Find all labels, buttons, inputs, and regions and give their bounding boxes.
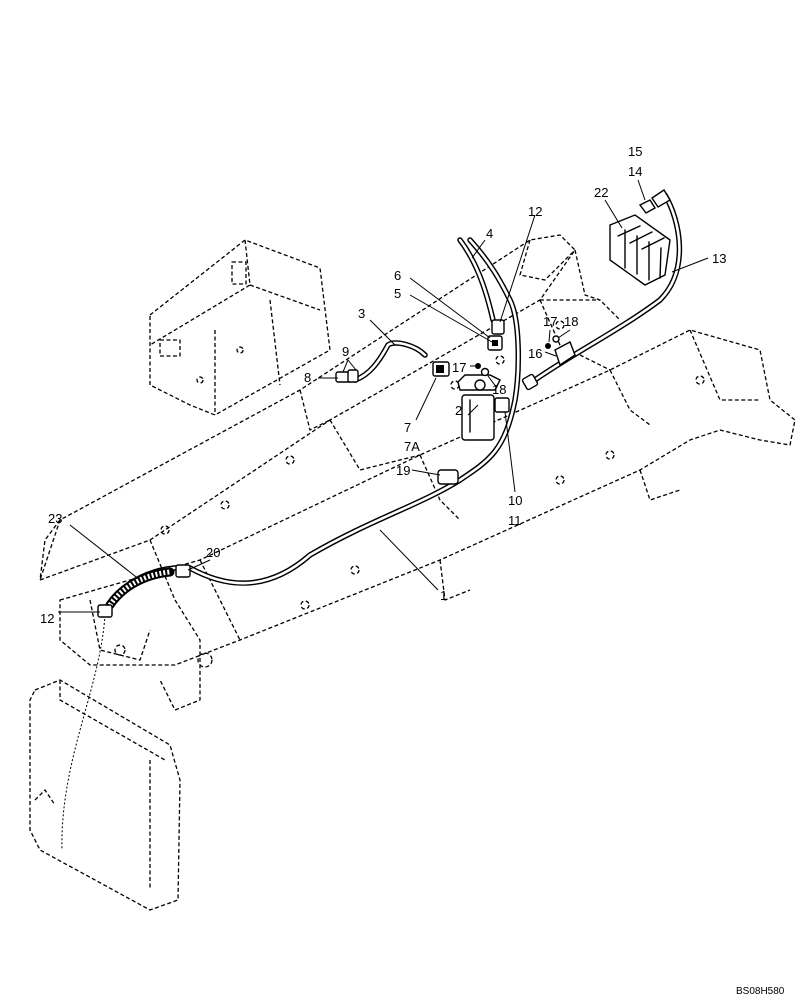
callout-11: 11 — [508, 513, 522, 528]
elbow-14-15 — [638, 189, 671, 214]
hose-3 — [352, 340, 428, 383]
connector-12-lower — [97, 604, 113, 618]
callout-13: 13 — [712, 251, 726, 266]
callout-14: 14 — [628, 164, 642, 179]
chassis-frame — [39, 234, 796, 711]
relay-block-22 — [609, 214, 671, 286]
coupling-13 — [521, 373, 539, 391]
bracket-16 — [545, 335, 576, 367]
callout-8: 8 — [304, 370, 311, 385]
callout-17-lower: 17 — [452, 360, 466, 375]
hose-1 — [102, 237, 521, 615]
hose-4 — [457, 237, 496, 323]
drawing-code: BS08H580 — [736, 986, 785, 997]
callout-5: 5 — [394, 286, 401, 301]
callout-18-lower: 18 — [492, 382, 506, 397]
fitting-20 — [175, 564, 191, 578]
callout-12-lower: 12 — [40, 611, 54, 626]
callout-15: 15 — [628, 144, 642, 159]
callout-7a: 7A — [404, 439, 420, 454]
callout-16: 16 — [528, 346, 542, 361]
callout-17-upper: 17 — [543, 314, 557, 329]
equipment-box — [149, 239, 331, 416]
callout-3: 3 — [358, 306, 365, 321]
connector-12-upper — [491, 319, 505, 335]
fitting-8-9 — [335, 369, 359, 383]
callout-9: 9 — [342, 344, 349, 359]
fitting-10-11 — [494, 397, 510, 413]
callout-4: 4 — [486, 226, 493, 241]
valve-7 — [432, 361, 450, 377]
hose-13 — [529, 192, 683, 385]
fitting-19 — [437, 469, 459, 485]
callout-20: 20 — [206, 545, 220, 560]
callout-22: 22 — [594, 185, 608, 200]
callout-12-upper: 12 — [528, 204, 542, 219]
leader-lines — [58, 179, 709, 613]
sleeve-23 — [105, 567, 175, 610]
fitting-5-6 — [487, 335, 503, 351]
callout-18-upper: 18 — [564, 314, 578, 329]
callout-19: 19 — [396, 463, 410, 478]
callout-10: 10 — [508, 493, 522, 508]
bottom-panel — [29, 614, 181, 911]
callout-2: 2 — [455, 403, 462, 418]
callout-7: 7 — [404, 420, 411, 435]
callout-6: 6 — [394, 268, 401, 283]
callout-1: 1 — [440, 588, 447, 603]
callout-labels: 1 2 3 4 5 6 7 7A 8 9 10 11 12 12 13 14 1… — [40, 144, 726, 626]
callout-23: 23 — [48, 511, 62, 526]
fitting-17-18-lower — [475, 363, 490, 377]
